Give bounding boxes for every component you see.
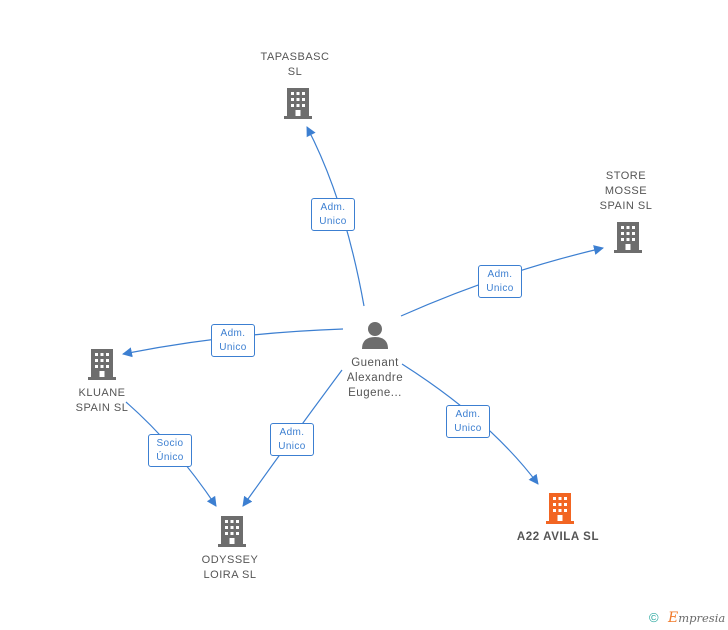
node-label-line: SPAIN SL [599,200,653,212]
edge-badge-line: Socio [156,438,184,449]
node-label-kluane[interactable]: KLUANE SPAIN SL [62,386,142,416]
node-label-line: KLUANE [78,387,126,399]
edge-badge-line: Adm. [487,269,513,280]
building-icon[interactable] [612,220,644,254]
edge-badge-line: Único [156,452,184,463]
edge-badge-line: Adm. [320,202,346,213]
edge-badge-line: Adm. [455,409,481,420]
building-icon[interactable] [544,491,576,525]
node-label-line: Alexandre [346,372,404,384]
node-label-tapasbasc[interactable]: TAPASBASC SL [252,50,338,80]
edge-badge-a22-avila[interactable]: Adm. Unico [446,405,490,438]
edge-badge-line: Unico [454,423,482,434]
brand-rest: mpresia [678,611,726,625]
edge-badge-line: Unico [278,441,306,452]
node-label-line: Guenant [351,357,399,369]
empresia-logo[interactable]: Empresia [668,610,725,626]
edge-badge-odyssey[interactable]: Adm. Unico [270,423,314,456]
building-icon[interactable] [282,86,314,120]
edge-badge-line: Unico [486,283,514,294]
node-label-a22-avila[interactable]: A22 AVILA SL [500,530,616,545]
node-label-line: Eugene... [348,387,402,399]
node-label-line: LOIRA SL [203,569,257,581]
node-label-line: TAPASBASC [260,51,330,63]
node-label-line: SL [287,66,303,78]
edge-badge-line: Unico [319,216,347,227]
building-icon[interactable] [216,514,248,548]
node-label-line: A22 AVILA SL [516,531,600,543]
person-icon[interactable] [360,320,390,350]
node-label-line: MOSSE [604,185,648,197]
node-label-person[interactable]: Guenant Alexandre Eugene... [330,356,420,401]
node-label-line: SPAIN SL [75,402,129,414]
edge-badge-kluane[interactable]: Adm. Unico [211,324,255,357]
node-label-odyssey[interactable]: ODYSSEY LOIRA SL [190,553,270,583]
copyright-symbol: © [649,610,659,625]
edge-badge-line: Adm. [220,328,246,339]
edge-badge-store-mosse[interactable]: Adm. Unico [478,265,522,298]
node-label-store-mosse[interactable]: STORE MOSSE SPAIN SL [586,169,666,214]
brand-initial: E [668,610,679,626]
edge-badge-tapasbasc[interactable]: Adm. Unico [311,198,355,231]
node-label-line: STORE [605,170,647,182]
edge-badge-kluane-odyssey[interactable]: Socio Único [148,434,192,467]
building-icon[interactable] [86,347,118,381]
node-label-line: ODYSSEY [201,554,259,566]
edge-badge-line: Unico [219,342,247,353]
edge-badge-line: Adm. [279,427,305,438]
